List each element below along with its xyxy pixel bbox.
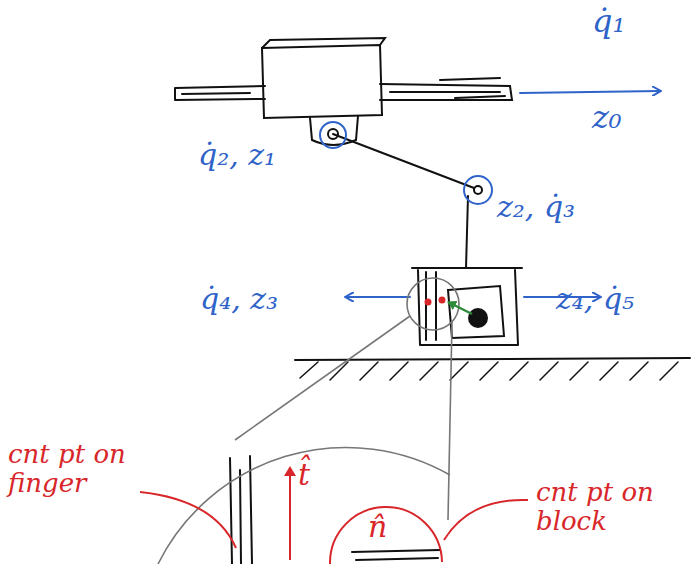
joint-rate-label: q̇₁ — [592, 4, 625, 39]
callout-note: cnt pt on block — [536, 478, 686, 535]
axis-label: z₀ — [592, 100, 622, 135]
vector-label: t̂ — [298, 458, 310, 491]
joint-label: q̇₂, z₁ — [198, 138, 276, 171]
joint-label: z₄, q̇₅ — [556, 282, 634, 315]
joint-label: q̇₄, z₃ — [200, 282, 278, 315]
vector-label: n̂ — [368, 510, 387, 543]
callout-note: cnt pt on finger — [8, 440, 158, 497]
joint-label: z₂, q̇₃ — [497, 190, 575, 223]
